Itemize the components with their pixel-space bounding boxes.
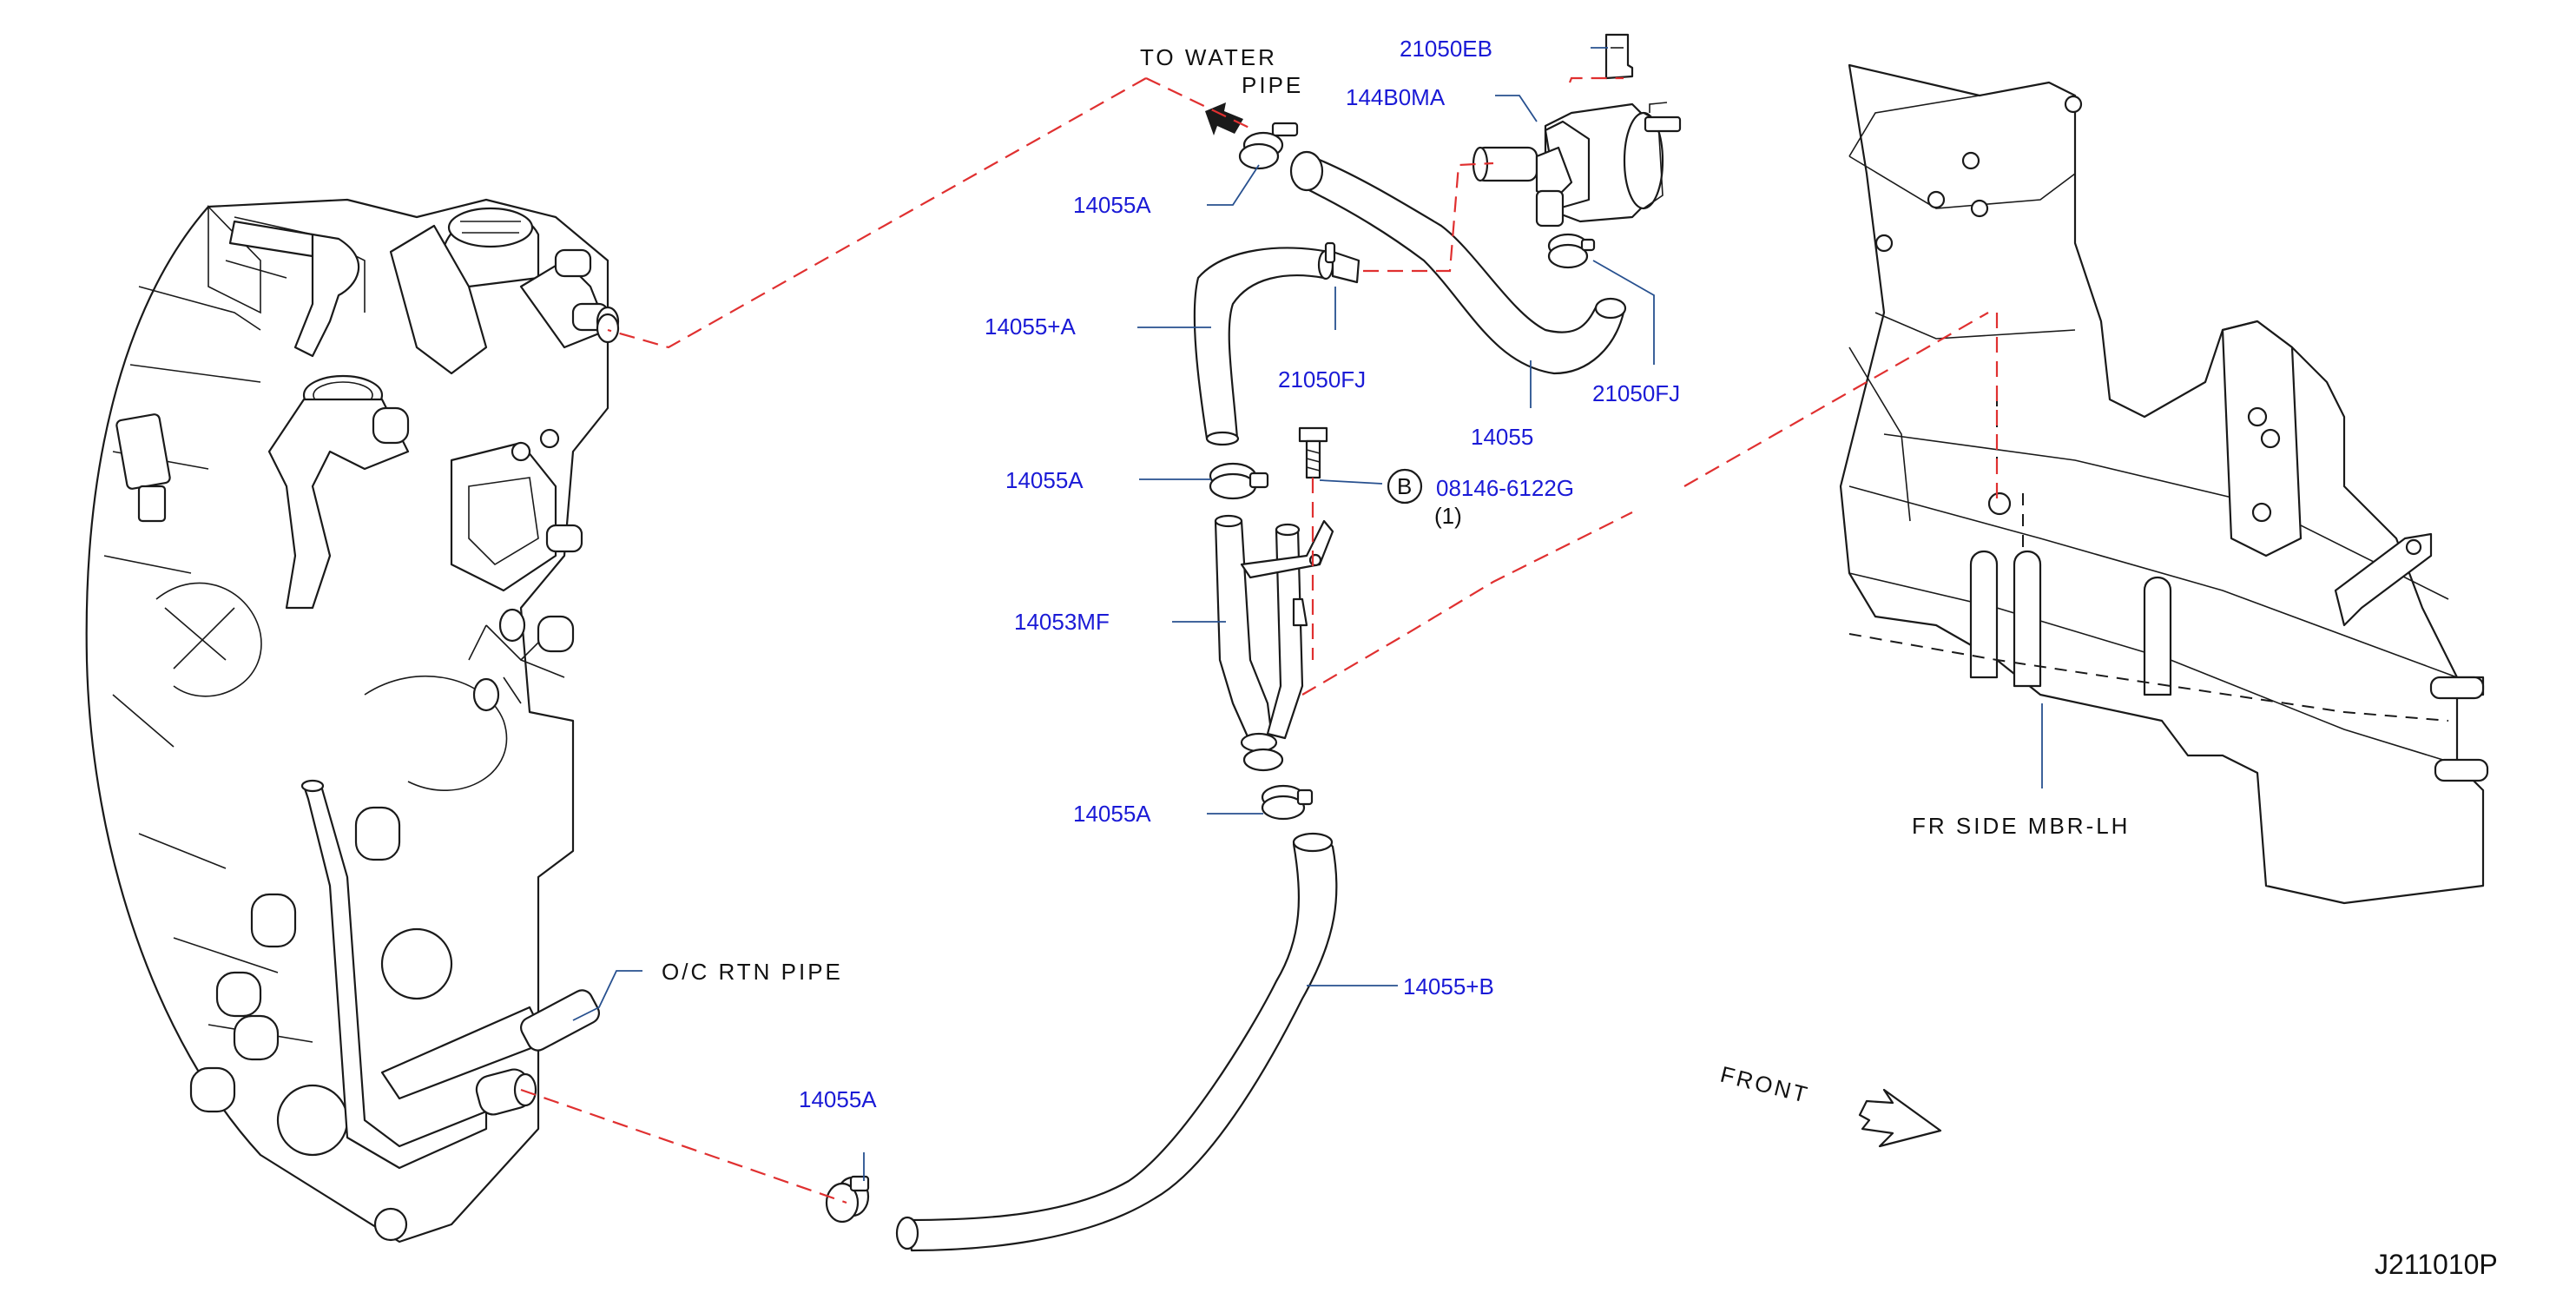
part-number-21050fj-mid: 21050FJ: [1278, 366, 1366, 393]
front-side-member: [1839, 63, 2489, 905]
part-number-14055a-bottom: 14055A: [799, 1086, 877, 1112]
front-label: FRONT: [1718, 1061, 1813, 1108]
clamp-14055a-third: [1261, 784, 1314, 821]
part-number-14055-plus-b: 14055+B: [1403, 973, 1494, 999]
front-arrow-icon: [1858, 1088, 1942, 1148]
part-number-14055a-top: 14055A: [1073, 192, 1151, 218]
to-water-pipe-label-2: PIPE: [1242, 72, 1303, 98]
fr-side-mbr-label: FR SIDE MBR-LH: [1912, 813, 2130, 839]
part-number-08146-6122g: 08146-6122G: [1436, 475, 1574, 501]
clamp-21050fj-mid: [1331, 250, 1360, 284]
hose-14055-plus-b: [906, 835, 1338, 1252]
clamp-21050fj-right: [1547, 233, 1596, 269]
pipe-14053mf: [1214, 514, 1334, 772]
clamp-14055a-second: [1209, 462, 1269, 500]
water-valve-144b0ma: [1472, 33, 1682, 269]
diagram-id: J211010P: [2375, 1249, 2498, 1280]
leader-lines: [572, 47, 2043, 1181]
bolt-08146-6122g: [1298, 426, 1328, 479]
bolt-quantity: (1): [1434, 503, 1462, 529]
bracket-21050eb: [1604, 33, 1634, 80]
part-number-21050eb: 21050EB: [1400, 36, 1492, 62]
engine-block: [85, 198, 620, 1244]
part-number-14055: 14055: [1471, 424, 1533, 450]
part-number-21050fj-right: 21050FJ: [1592, 380, 1680, 406]
direction-arrow-icon: [1205, 102, 1243, 135]
part-number-14055-plus-a: 14055+A: [985, 313, 1076, 340]
clamp-14055a-bottom: [825, 1175, 870, 1224]
hose-assembly: [825, 102, 1627, 1252]
part-number-14055a-third: 14055A: [1073, 801, 1151, 827]
to-water-pipe-label-1: TO WATER: [1140, 44, 1277, 70]
part-number-14053mf: 14053MF: [1014, 609, 1110, 635]
labels: TO WATER PIPE 21050EB 144B0MA 14055A 140…: [662, 36, 2498, 1280]
part-number-144b0ma: 144B0MA: [1346, 84, 1446, 110]
hose-14055-plus-a: [1193, 247, 1330, 440]
connection-lines: [520, 76, 1999, 1204]
bolt-marker-circle: [1387, 468, 1423, 505]
bolt-marker-letter: B: [1397, 473, 1412, 499]
clamp-14055a-top: [1238, 122, 1299, 170]
oc-rtn-pipe-label: O/C RTN PIPE: [662, 959, 843, 985]
part-number-14055a-second: 14055A: [1005, 467, 1084, 493]
